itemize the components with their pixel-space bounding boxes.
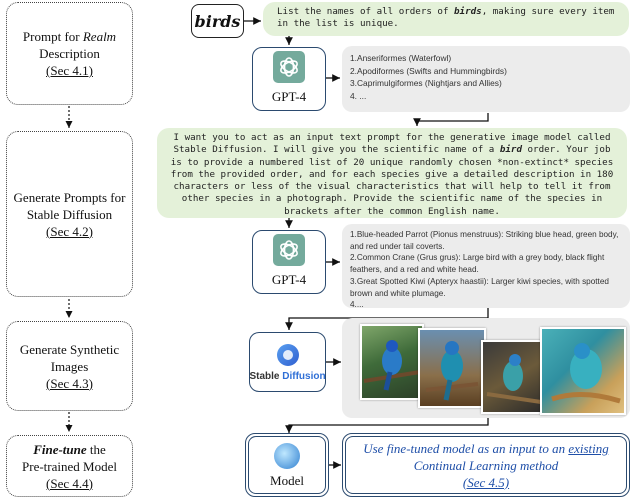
- openai-logo-icon: [273, 51, 305, 83]
- list-item: 1.Anseriformes (Waterfowl): [350, 53, 452, 63]
- generated-bird-image-3: [481, 340, 547, 414]
- openai-logo-icon: [273, 234, 305, 266]
- list-item: 2.Common Crane (Grus grus): Large bird w…: [350, 253, 605, 275]
- realm-keyword-box: birds: [191, 4, 244, 38]
- prompt-species-description: I want you to act as an input text promp…: [157, 128, 627, 218]
- prompt-order-list: List the names of all orders of birds, m…: [263, 2, 629, 36]
- stage-section-ref: (Sec 4.1): [46, 63, 93, 78]
- stage-prompt-realm: Prompt for Realm Description (Sec 4.1): [6, 2, 133, 105]
- stage-generate-images: Generate Synthetic Images (Sec 4.3): [6, 321, 133, 411]
- stable-diffusion-logo-icon: [276, 344, 299, 366]
- stage-section-ref: (Sec 4.2): [46, 223, 93, 239]
- generated-bird-image-4: [540, 327, 626, 415]
- output-order-list: 1.Anseriformes (Waterfowl) 2.Apodiformes…: [342, 46, 630, 112]
- model-label: Model: [270, 473, 304, 488]
- stable-diffusion-box: Stable Diffusion: [249, 332, 326, 392]
- continual-learning-box: Use fine-tuned model as an input to an e…: [342, 433, 630, 497]
- stage-generate-prompts: Generate Prompts for Stable Diffusion (S…: [6, 131, 133, 297]
- list-item: 4....: [350, 300, 364, 310]
- gpt4-label: GPT-4: [271, 272, 307, 287]
- gpt4-box-1: GPT-4: [252, 47, 326, 111]
- stage-section-ref: (Sec 4.4): [46, 475, 93, 491]
- generated-bird-image-2: [418, 328, 486, 408]
- model-box: Model: [245, 433, 329, 497]
- stage-section-ref: (Sec 4.3): [46, 375, 93, 391]
- gpt4-label: GPT-4: [271, 89, 307, 104]
- list-item: 3.Great Spotted Kiwi (Apteryx haastii): …: [350, 276, 609, 298]
- list-item: 2.Apodiformes (Swifts and Hummingbirds): [350, 65, 507, 76]
- stage-fine-tune: Fine-tune the Pre-trained Model (Sec 4.4…: [6, 435, 133, 497]
- arrow-images-model: [285, 418, 489, 433]
- model-network-icon: [274, 443, 300, 469]
- list-item: 3.Caprimulgiformes (Nightjars and Allies…: [350, 78, 502, 88]
- realm-keyword: birds: [194, 11, 241, 31]
- output-species-list: 1.Blue-headed Parrot (Pionus menstruus):…: [342, 224, 630, 310]
- generated-bird-image-1: [360, 324, 424, 400]
- final-section-ref: (Sec 4.5): [462, 474, 510, 490]
- list-item: 1.Blue-headed Parrot (Pionus menstruus):…: [350, 230, 619, 251]
- list-item: 4. ...: [350, 90, 367, 101]
- gpt4-box-2: GPT-4: [252, 230, 326, 294]
- stable-diffusion-label: Stable Diffusion: [249, 371, 326, 382]
- arrow-output1-prompt2: [413, 113, 489, 126]
